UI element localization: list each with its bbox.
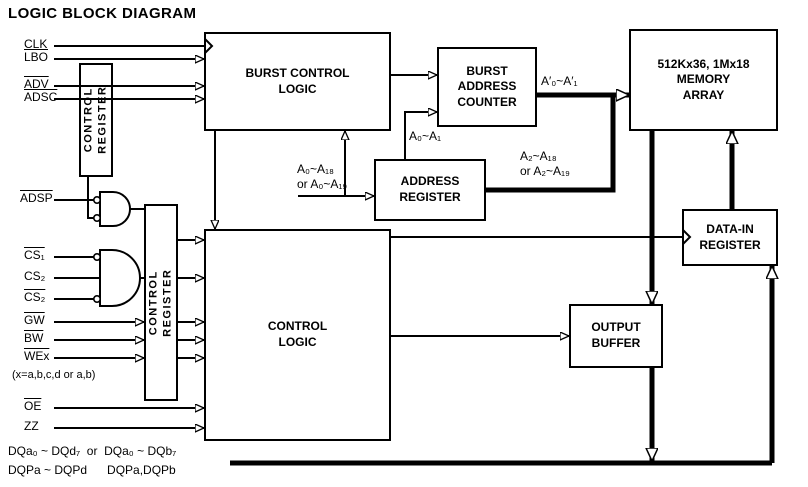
signal-wex: WEx xyxy=(24,349,50,363)
bus-label-a-prime: A′₀~A′₁ xyxy=(541,74,578,88)
inverter-bubble xyxy=(93,253,102,262)
wire-a0a1-to-counter xyxy=(404,112,437,160)
wire-reg1-to-gate xyxy=(87,176,94,219)
bus-a2-to-memory xyxy=(485,95,616,193)
clock-edge-marker xyxy=(682,229,692,245)
output-buffer-box xyxy=(569,304,663,368)
address-register-box xyxy=(374,159,486,221)
control-register-2-box xyxy=(144,204,178,401)
page-title: LOGIC BLOCK DIAGRAM xyxy=(8,5,197,22)
signal-cs2: CS₂ xyxy=(24,269,46,283)
control-register-1-box xyxy=(79,63,113,177)
signal-lbo: LBO xyxy=(24,50,49,64)
adsp-gate xyxy=(99,191,131,227)
dq-label-line2: DQPa ~ DQPd DQPa,DQPb xyxy=(8,463,176,477)
signal-clk: CLK xyxy=(24,37,48,51)
buses xyxy=(230,95,772,466)
memory-array-box xyxy=(629,29,778,131)
signal-oe: OE xyxy=(24,399,42,413)
wires xyxy=(54,45,683,428)
clock-edge-markers xyxy=(204,38,692,245)
chip-select-gate xyxy=(99,249,141,307)
bus-label-a0-a1: A₀~A₁ xyxy=(409,129,442,143)
inverter-bubble xyxy=(93,214,102,223)
bus-label-a2-a18: A₂~A₁₈ or A₂~A₁₉ xyxy=(520,149,570,178)
inverter-bubble xyxy=(93,196,102,205)
data-in-register-box xyxy=(682,209,778,266)
signal-gw: GW xyxy=(24,313,45,327)
clock-edge-marker xyxy=(204,38,214,54)
signal-adv: ADV xyxy=(24,77,49,91)
signal-cs2b: CS₂ xyxy=(24,290,46,304)
signal-zz: ZZ xyxy=(24,419,39,433)
signal-cs1: CS₁ xyxy=(24,248,45,262)
signal-wex-note: (x=a,b,c,d or a,b) xyxy=(12,369,96,381)
signal-bw: BW xyxy=(24,331,44,345)
signal-adsc: ADSC xyxy=(24,90,58,104)
control-logic-box xyxy=(204,229,391,441)
dq-label-line1: DQa₀ ~ DQd₇ or DQa₀ ~ DQb₇ xyxy=(8,444,177,458)
block-outlines xyxy=(79,29,778,441)
burst-address-counter-box xyxy=(437,47,537,127)
bus-label-a0-a18: A₀~A₁₈ or A₀~A₁₉ xyxy=(297,162,348,191)
inverter-bubble xyxy=(93,294,102,303)
signal-adsp: ADSP xyxy=(20,191,53,205)
burst-control-logic-box xyxy=(204,32,391,131)
gates xyxy=(93,191,141,307)
